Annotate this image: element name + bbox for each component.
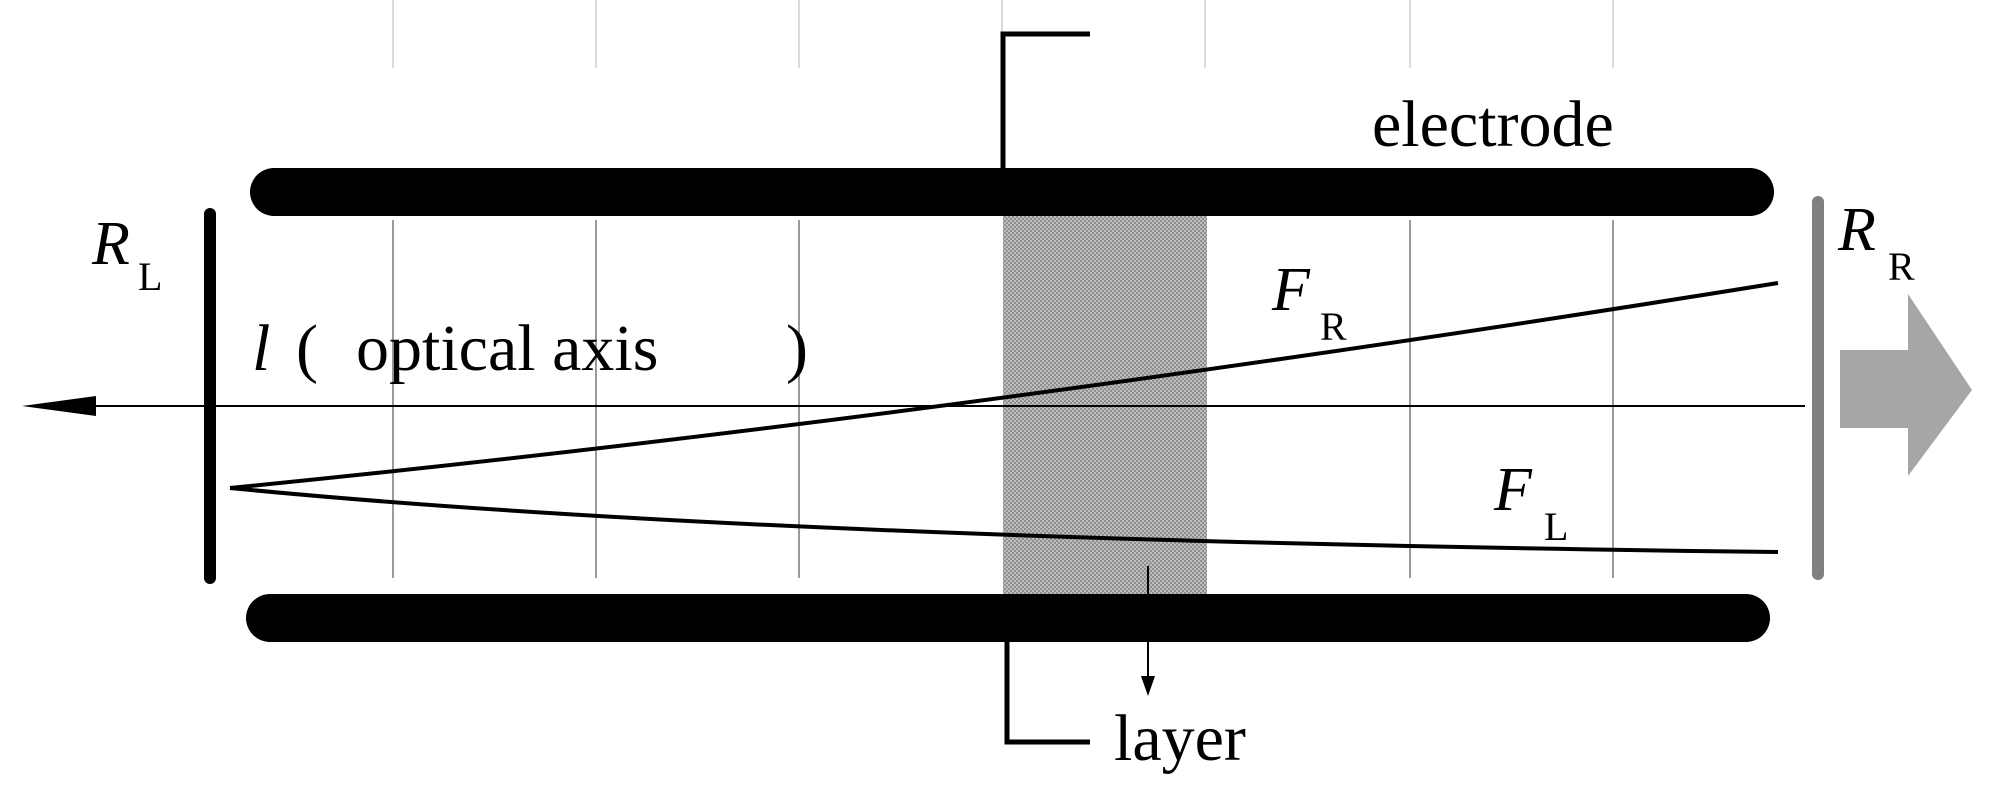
field-right-symbol: F xyxy=(1271,256,1311,324)
axis-close-paren: ) xyxy=(786,312,808,385)
mirror-right-label: R R xyxy=(1837,196,1915,289)
top-lead-wire xyxy=(1000,31,1090,168)
grid-lines-upper xyxy=(392,0,1614,68)
bottom-electrode xyxy=(246,594,1770,642)
field-curve-right xyxy=(229,281,1779,490)
field-left-label: F L xyxy=(1493,456,1568,549)
bottom-lead-wire xyxy=(1004,642,1090,745)
grid-lines xyxy=(392,220,1614,578)
optical-axis-arrowhead xyxy=(22,396,96,416)
mirror-left-subscript: L xyxy=(138,254,162,299)
mirror-left-label: R L xyxy=(91,210,162,299)
output-beam-arrow xyxy=(1840,294,1972,476)
field-right-label: F R xyxy=(1271,256,1347,349)
optical-axis-label: l ( optical axis ) xyxy=(252,312,808,385)
axis-symbol: l xyxy=(252,312,270,385)
field-right-subscript: R xyxy=(1320,304,1347,349)
field-left-subscript: L xyxy=(1544,504,1568,549)
mirror-right-subscript: R xyxy=(1888,244,1915,289)
layer-pointer-arrowhead xyxy=(1141,676,1155,696)
layer-label: layer xyxy=(1114,702,1246,775)
field-curve-left xyxy=(229,486,1779,554)
mirror-left-symbol: R xyxy=(91,210,130,278)
field-left-symbol: F xyxy=(1493,456,1533,524)
electrode-label: electrode xyxy=(1372,88,1614,161)
mirror-right-symbol: R xyxy=(1837,196,1876,264)
axis-text: optical axis xyxy=(356,312,658,385)
axis-open-paren: ( xyxy=(296,312,318,385)
top-electrode xyxy=(250,168,1774,216)
